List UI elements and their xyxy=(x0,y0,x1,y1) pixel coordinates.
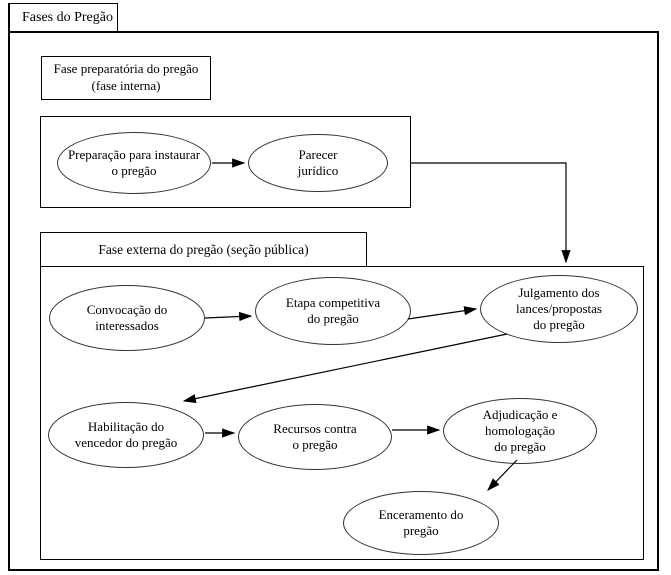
node-habilitacao-vencedor: Habilitação do vencedor do pregão xyxy=(48,402,204,468)
node-label-line: homologação xyxy=(484,423,556,439)
node-label-line: Julgamento dos xyxy=(518,285,600,301)
node-label-line: vencedor do pregão xyxy=(74,435,178,450)
outer-frame xyxy=(8,31,659,571)
node-recursos-contra: Recursos contra o pregão xyxy=(238,404,392,470)
node-label-line: Enceramento do xyxy=(378,507,464,523)
node-convocacao-interessados: Convocação do interessados xyxy=(49,285,205,351)
node-label-line: o pregão xyxy=(292,437,338,452)
node-label-line: Etapa competitiva xyxy=(285,295,381,311)
diagram-title-tab: Fases do Pregão xyxy=(8,3,118,32)
node-label-line: Preparação para instaurar xyxy=(67,147,201,163)
node-label-line: Convocação do xyxy=(86,302,168,318)
node-label-line: pregão xyxy=(403,523,439,538)
node-enceramento-pregao: Enceramento do pregão xyxy=(343,491,499,555)
diagram-title: Fases do Pregão xyxy=(22,9,113,25)
preparatory-phase-label-line1: Fase preparatória do pregão xyxy=(53,61,199,77)
preparatory-phase-label-line2: (fase interna) xyxy=(91,78,161,93)
node-etapa-competitiva: Etapa competitiva do pregão xyxy=(255,277,411,345)
node-label-line: do pregão xyxy=(533,316,585,332)
node-label-line: Parecer xyxy=(298,147,338,163)
node-label-line: Adjudicação e xyxy=(482,407,558,423)
external-phase-label-text: Fase externa do pregão (seção pública) xyxy=(98,241,309,257)
node-label-line: Habilitação do xyxy=(87,419,165,435)
preparatory-phase-label: Fase preparatória do pregão (fase intern… xyxy=(41,56,211,100)
node-label-line: lances/propostas xyxy=(516,301,602,317)
node-julgamento-lances: Julgamento dos lances/propostas do pregã… xyxy=(480,275,638,343)
node-label-line: o pregão xyxy=(111,163,157,178)
node-preparacao-pregao: Preparação para instaurar o pregão xyxy=(57,132,211,194)
external-phase-label: Fase externa do pregão (seção pública) xyxy=(40,232,367,267)
node-label-line: jurídico xyxy=(297,163,339,178)
node-label-line: do pregão xyxy=(307,311,359,326)
node-label-line: do pregão xyxy=(494,438,546,454)
node-adjudicacao-homologacao: Adjudicação e homologação do pregão xyxy=(443,398,597,464)
preparatory-phase-container xyxy=(40,116,411,208)
node-label-line: interessados xyxy=(95,318,159,333)
node-label-line: Recursos contra xyxy=(273,421,357,437)
node-parecer-juridico: Parecer jurídico xyxy=(248,134,388,192)
